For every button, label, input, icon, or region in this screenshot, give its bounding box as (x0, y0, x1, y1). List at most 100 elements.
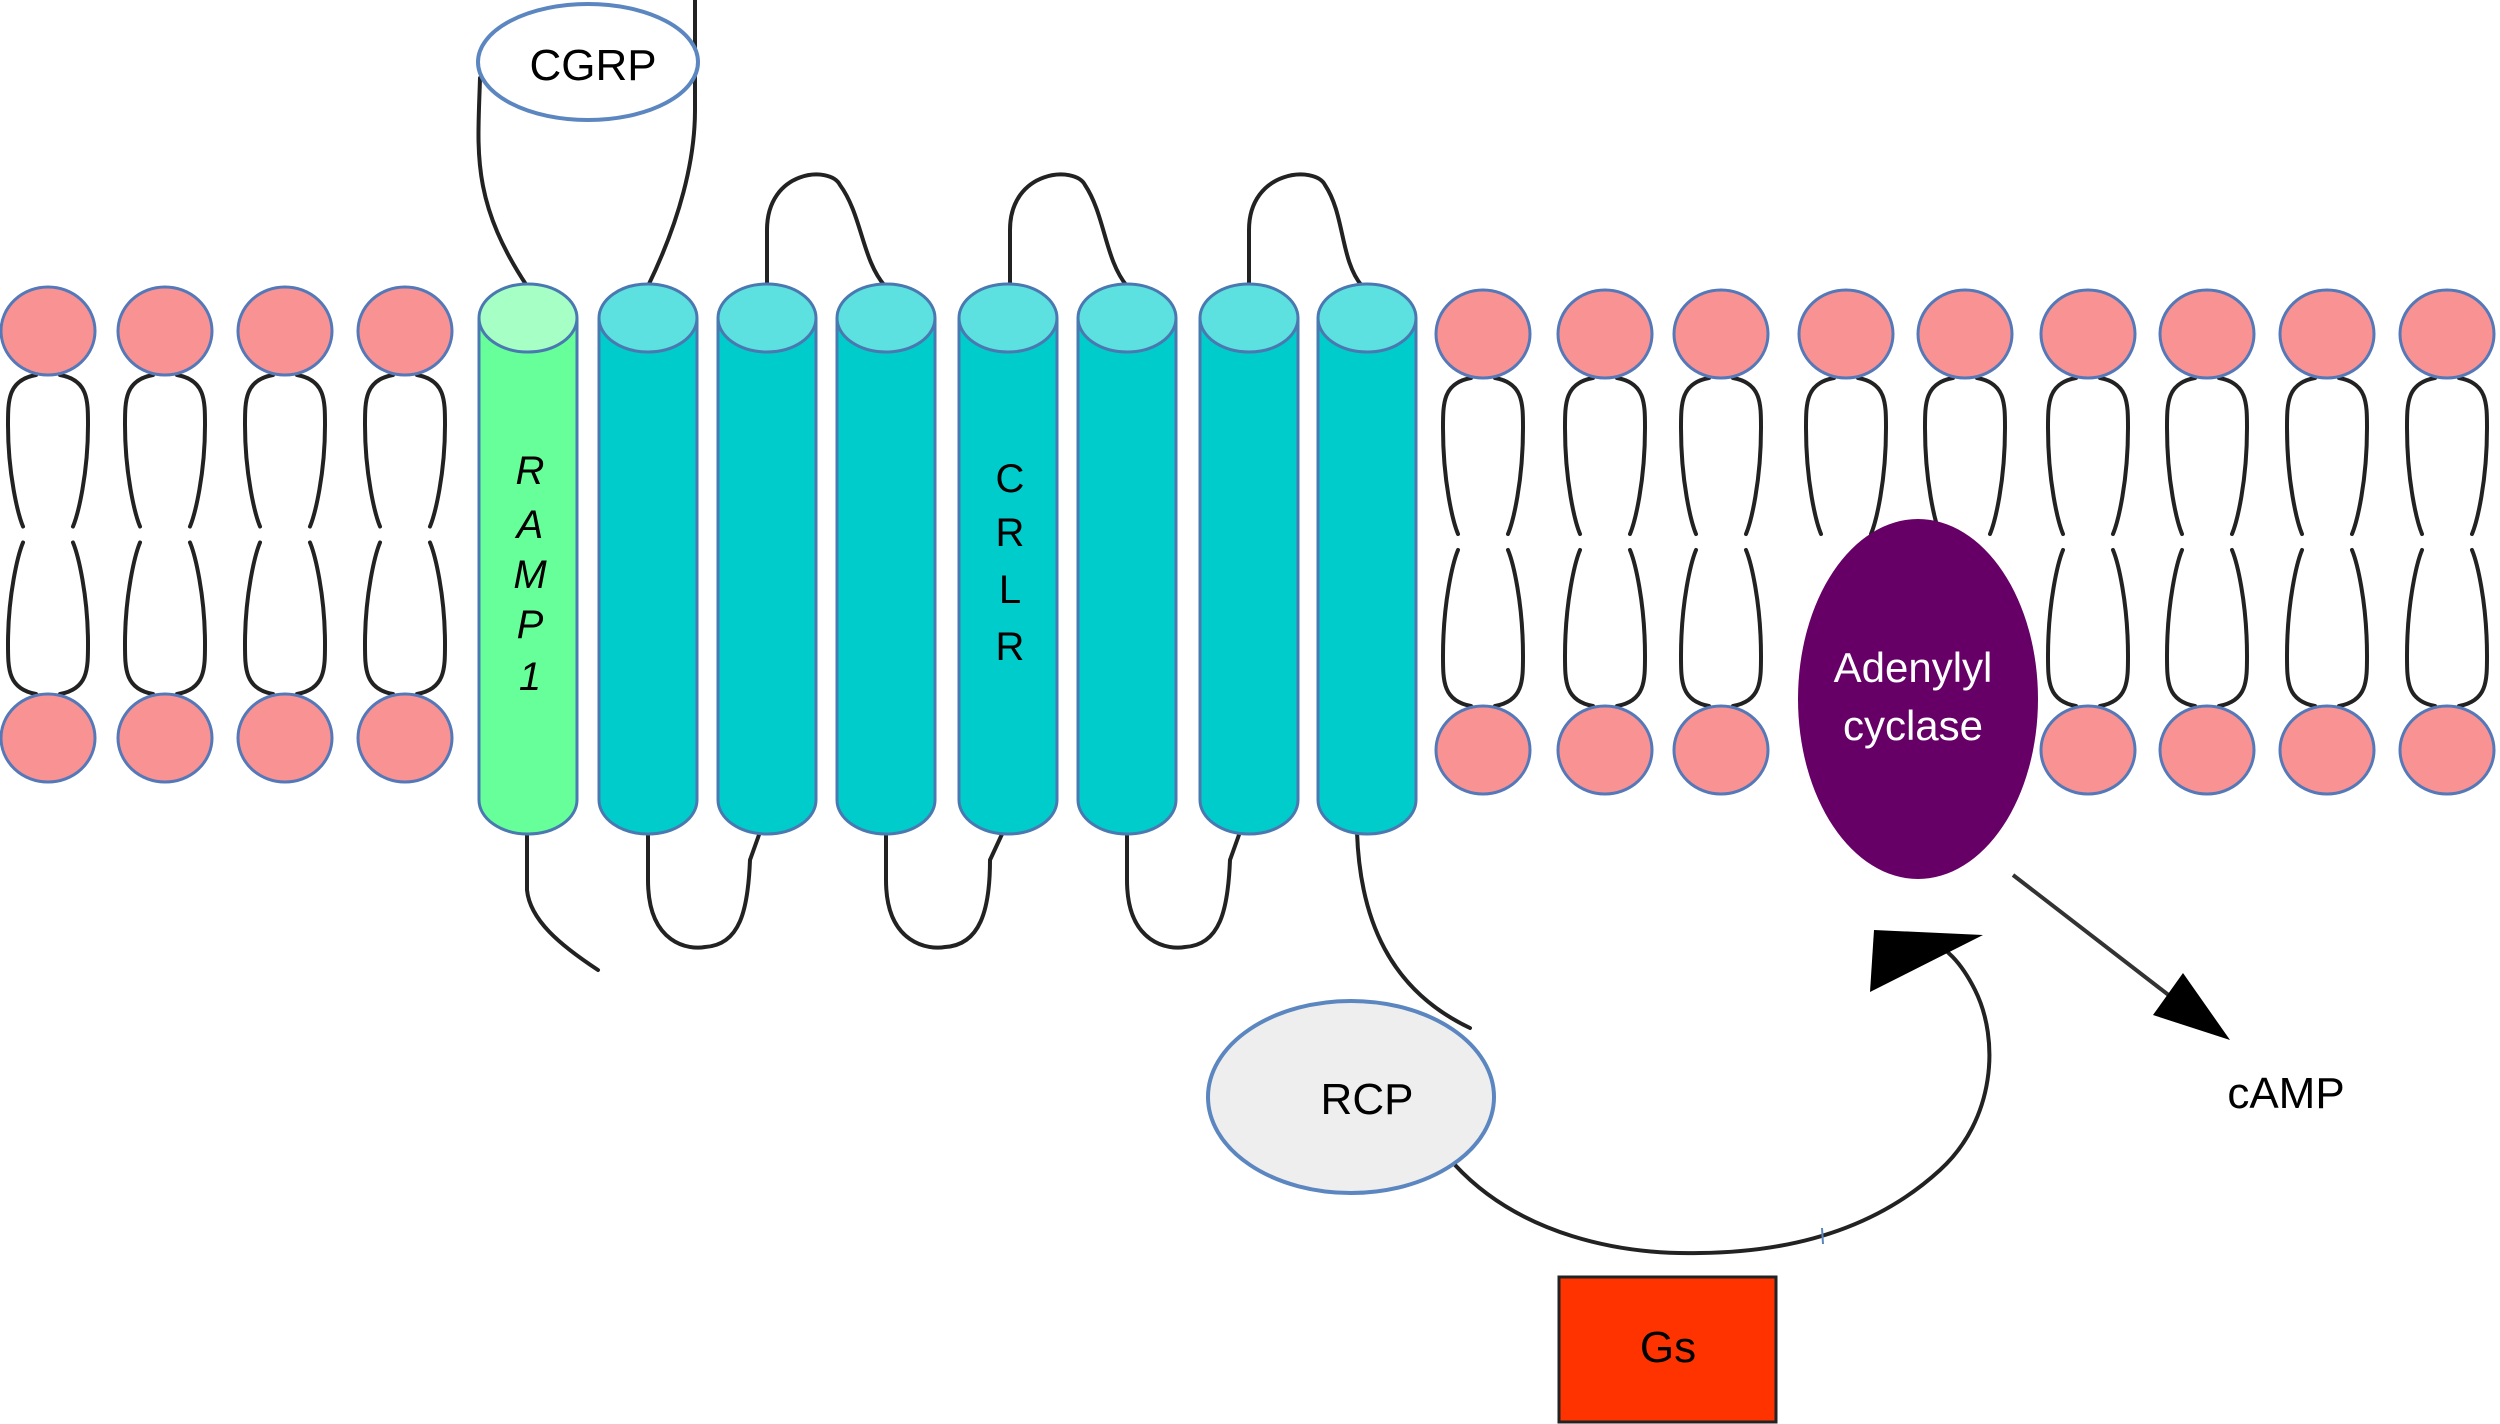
ramp1-letter: A (515, 503, 544, 547)
lipid-head-outer (1797, 288, 1895, 380)
crlr-letter: C (996, 457, 1025, 501)
helix-cap (957, 282, 1059, 354)
phospholipid (356, 285, 454, 784)
gs-label: Gs (1640, 1323, 1696, 1372)
lipid-tails (5, 373, 91, 696)
helix-cap (597, 282, 699, 354)
lipid-head-outer (236, 285, 334, 377)
crlr-label: C R L R (996, 457, 1025, 669)
phospholipid (2158, 288, 2256, 796)
transmembrane-helices (477, 282, 1418, 836)
crlr-letter: L (999, 568, 1021, 612)
lipid-head-outer (1916, 288, 2014, 380)
camp-arrow-line (2011, 873, 2177, 1002)
activation-arrow-curve (1453, 938, 1992, 1256)
helix-body (477, 318, 579, 836)
extracellular-loop-2 (1008, 172, 1129, 288)
phospholipid (2278, 288, 2376, 796)
crlr-helix (1198, 282, 1300, 836)
helix-body (1316, 318, 1418, 836)
lipid-head-outer (356, 285, 454, 377)
rcp-label: RCP (1321, 1075, 1414, 1124)
phospholipid (1672, 288, 1770, 796)
adenylyl-cyclase: Adenylyl cyclase (1798, 519, 2038, 879)
lipid-tails (1678, 376, 1764, 708)
helix-cap (835, 282, 937, 354)
lipid-head-inner (2158, 704, 2256, 796)
helix-cap (1198, 282, 1300, 354)
extracellular-loop-3 (1247, 172, 1364, 288)
lipid-head-outer (0, 285, 97, 377)
lipid-bilayer-right (1434, 288, 2496, 796)
lipid-tails (2404, 376, 2490, 708)
helix-body (957, 318, 1059, 836)
crlr-helix (1316, 282, 1418, 836)
helix-body (835, 318, 937, 836)
activation-arrowhead (1870, 930, 1983, 992)
intracellular-loop-3 (1125, 830, 1242, 950)
lipid-tails (1562, 376, 1648, 708)
lipid-tails (2164, 376, 2250, 708)
lipid-head-outer (1672, 288, 1770, 380)
lipid-head-inner (2398, 704, 2496, 796)
ramp1-letter: P (517, 603, 544, 647)
cgrp-ligand: CGRP (476, 2, 700, 122)
intracellular-loop-1 (646, 830, 762, 950)
helix-cap (716, 282, 818, 354)
camp-label: cAMP (2227, 1069, 2344, 1118)
lipid-head-inner (2278, 704, 2376, 796)
adenylyl-cyclase-label-line2: cyclase (1843, 702, 1983, 749)
gs-tick-mark (1821, 1227, 1824, 1245)
lipid-head-outer (2278, 288, 2376, 380)
lipid-head-inner (2039, 704, 2137, 796)
helix-cap (1316, 282, 1418, 354)
lipid-head-inner (0, 692, 97, 784)
phospholipid (2398, 288, 2496, 796)
helix-body (1076, 318, 1178, 836)
lipid-tails (1440, 376, 1526, 708)
lipid-tails (362, 373, 448, 696)
lipid-head-inner (356, 692, 454, 784)
crlr-n-terminus (646, 0, 697, 288)
phospholipid (1797, 288, 1895, 536)
lipid-head-inner (1672, 704, 1770, 796)
gs-protein: Gs (1557, 1275, 1778, 1424)
lipid-head-outer (116, 285, 214, 377)
crlr-helix (957, 282, 1059, 836)
phospholipid (236, 285, 334, 784)
rcp-protein: RCP (1206, 999, 1496, 1195)
ramp1-label: R A M P 1 (513, 449, 547, 699)
ramp1-letter: 1 (519, 655, 541, 699)
helix-body (716, 318, 818, 836)
phospholipid (1434, 288, 1532, 796)
crlr-c-tail (1355, 830, 1472, 1030)
lipid-bilayer-left (0, 285, 454, 784)
phospholipid (1556, 288, 1654, 796)
intracellular-loop-2 (884, 830, 1005, 950)
ramp1-letter: R (516, 449, 545, 493)
lipid-head-outer (2039, 288, 2137, 380)
ramp1-n-terminus (476, 76, 529, 288)
lipid-tails (242, 373, 328, 696)
ramp1-c-tail (525, 830, 600, 972)
extracellular-loop-1 (765, 172, 887, 288)
crlr-letter: R (996, 511, 1025, 555)
phospholipid (1916, 288, 2014, 536)
crlr-helix (835, 282, 937, 836)
helix-body (597, 318, 699, 836)
crlr-letter: R (996, 625, 1025, 669)
lipid-head-inner (116, 692, 214, 784)
lipid-tails (1922, 376, 2008, 536)
ramp1-helix (477, 282, 579, 836)
lipid-head-outer (2398, 288, 2496, 380)
activation-arrow (1453, 930, 1992, 1256)
lipid-tails (2045, 376, 2131, 708)
lipid-tails (2284, 376, 2370, 708)
helix-body (1198, 318, 1300, 836)
camp-arrow (2011, 873, 2230, 1040)
lipid-head-outer (2158, 288, 2256, 380)
lipid-head-outer (1556, 288, 1654, 380)
cgrp-label: CGRP (529, 41, 656, 90)
helix-cap (477, 282, 579, 354)
